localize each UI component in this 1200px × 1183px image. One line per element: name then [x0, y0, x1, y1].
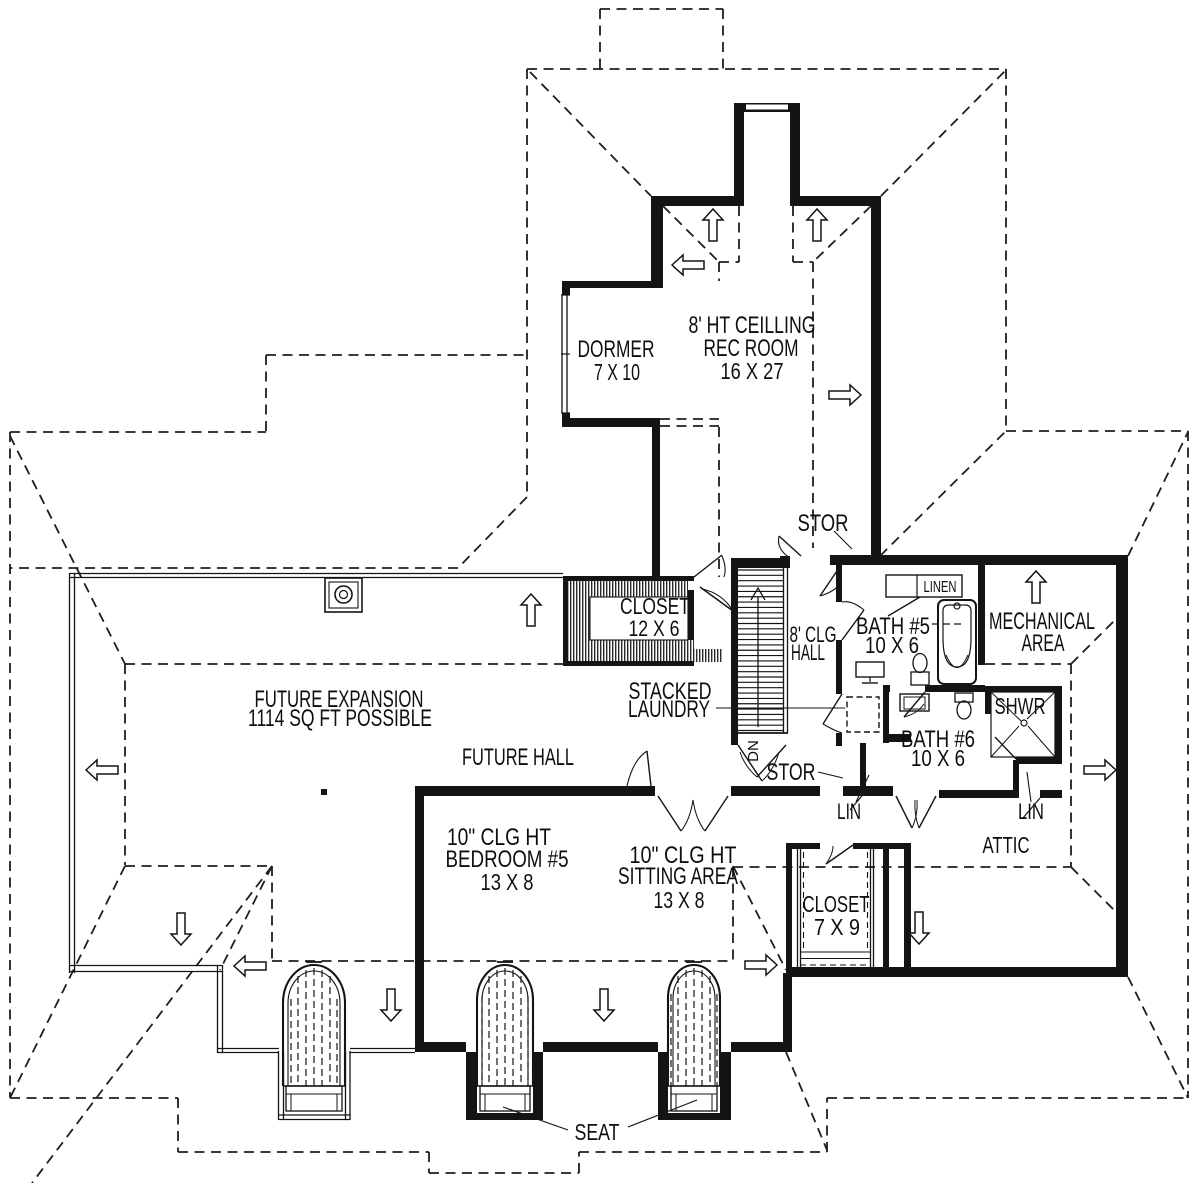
svg-text:HALL: HALL: [791, 640, 825, 665]
svg-text:10 X 6: 10 X 6: [865, 632, 919, 658]
svg-text:1114 SQ FT POSSIBLE: 1114 SQ FT POSSIBLE: [248, 705, 432, 732]
svg-text:STOR: STOR: [798, 510, 849, 537]
svg-text:DN: DN: [745, 740, 762, 762]
svg-text:CLOSET: CLOSET: [803, 891, 870, 917]
svg-text:16 X 27: 16 X 27: [721, 358, 784, 384]
svg-text:12 X 6: 12 X 6: [629, 616, 680, 641]
svg-text:REC ROOM: REC ROOM: [704, 335, 799, 362]
svg-text:LIN: LIN: [1018, 799, 1044, 824]
svg-text:LIN: LIN: [837, 799, 861, 824]
svg-text:DORMER: DORMER: [578, 336, 655, 363]
svg-text:BATH #6: BATH #6: [901, 726, 975, 753]
svg-text:7 X 9: 7 X 9: [814, 914, 860, 940]
svg-text:SEAT: SEAT: [575, 1119, 620, 1145]
svg-text:MECHANICAL: MECHANICAL: [989, 608, 1095, 635]
svg-text:7 X 10: 7 X 10: [594, 359, 640, 385]
svg-text:8' CLG: 8' CLG: [790, 622, 837, 647]
svg-text:10" CLG HT: 10" CLG HT: [447, 824, 551, 851]
svg-text:STOR: STOR: [767, 759, 816, 786]
svg-text:FUTURE HALL: FUTURE HALL: [462, 744, 574, 771]
svg-text:AREA: AREA: [1022, 630, 1065, 657]
svg-text:LINEN: LINEN: [924, 579, 957, 596]
svg-text:10 X 6: 10 X 6: [911, 745, 965, 771]
svg-text:SHWR: SHWR: [995, 693, 1046, 719]
svg-text:10" CLG HT: 10" CLG HT: [630, 842, 737, 869]
svg-text:CLOSET: CLOSET: [620, 593, 690, 619]
svg-text:BATH #5: BATH #5: [856, 613, 930, 640]
svg-text:FUTURE EXPANSION: FUTURE EXPANSION: [255, 686, 424, 713]
svg-text:8' HT CEILLING: 8' HT CEILLING: [689, 312, 816, 339]
svg-text:BEDROOM #5: BEDROOM #5: [446, 846, 569, 873]
svg-text:STACKED: STACKED: [629, 678, 712, 705]
svg-text:13 X 8: 13 X 8: [481, 869, 534, 895]
svg-text:13 X 8: 13 X 8: [654, 887, 705, 913]
svg-text:LAUNDRY: LAUNDRY: [628, 696, 710, 723]
svg-text:SITTING AREA: SITTING AREA: [618, 863, 738, 890]
svg-text:ATTIC: ATTIC: [983, 832, 1030, 858]
